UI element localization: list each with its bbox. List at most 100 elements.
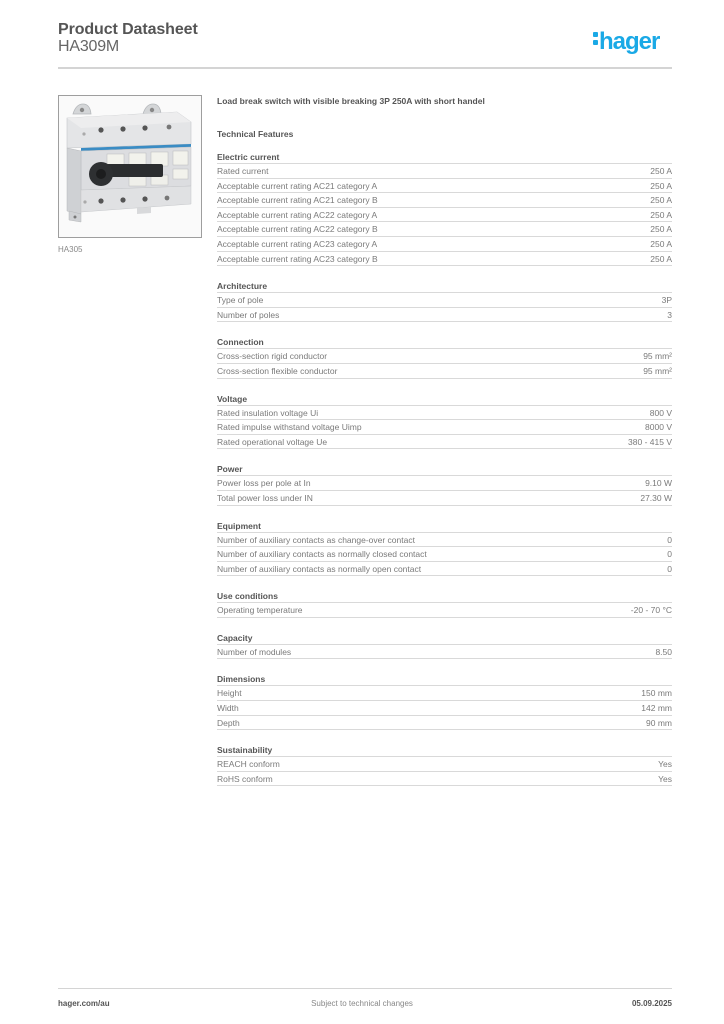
section-title: Power — [217, 463, 672, 477]
spec-label: Depth — [217, 717, 240, 728]
spec-label: Number of modules — [217, 646, 292, 657]
section-title: Use conditions — [217, 590, 672, 604]
spec-row: Number of poles 3 — [217, 308, 672, 323]
section-title: Architecture — [217, 280, 672, 294]
spec-value: 150 mm — [641, 688, 672, 699]
spec-row: Cross-section flexible conductor 95 mm² — [217, 364, 672, 379]
spec-row: Rated operational voltage Ue 380 - 415 V — [217, 435, 672, 450]
spec-label: Acceptable current rating AC21 category … — [217, 180, 378, 191]
spec-label: Number of auxiliary contacts as normally… — [217, 549, 427, 560]
spec-label: Width — [217, 703, 239, 714]
spec-label: Rated insulation voltage Ui — [217, 407, 319, 418]
spec-value: 95 mm² — [643, 365, 672, 376]
spec-value: 250 A — [650, 180, 672, 191]
section-title: Dimensions — [217, 673, 672, 687]
logo-colon-icon — [593, 29, 599, 48]
page-title: Product Datasheet — [58, 21, 198, 38]
spec-value: Yes — [658, 773, 672, 784]
spec-label: Number of poles — [217, 309, 280, 320]
spec-row: Height 150 mm — [217, 686, 672, 702]
spec-value: 0 — [667, 563, 672, 574]
spec-label: Cross-section rigid conductor — [217, 351, 328, 362]
spec-label: Rated operational voltage Ue — [217, 436, 328, 447]
section-title: Connection — [217, 336, 672, 350]
spec-value: 3 — [667, 309, 672, 320]
spec-row: REACH conform Yes — [217, 757, 672, 772]
spec-row: Acceptable current rating AC23 category … — [217, 252, 672, 267]
spec-value: 0 — [667, 534, 672, 545]
spec-value: 250 A — [650, 209, 672, 220]
spec-row: Operating temperature -20 - 70 °C — [217, 603, 672, 618]
datasheet-content: Load break switch with visible breaking … — [217, 96, 672, 800]
spec-row: Acceptable current rating AC21 category … — [217, 179, 672, 194]
footer-date: 05.09.2025 — [631, 999, 672, 1008]
spec-label: Number of auxiliary contacts as change-o… — [217, 534, 415, 545]
spec-value: 250 A — [650, 238, 672, 249]
product-image — [58, 95, 202, 238]
spec-row: Acceptable current rating AC22 category … — [217, 208, 672, 223]
spec-value: 380 - 415 V — [628, 436, 672, 447]
spec-value: 95 mm² — [643, 351, 672, 362]
spec-row: RoHS conform Yes — [217, 772, 672, 787]
spec-row: Number of auxiliary contacts as normally… — [217, 562, 672, 577]
spec-row: Number of auxiliary contacts as change-o… — [217, 533, 672, 548]
spec-label: RoHS conform — [217, 773, 273, 784]
spec-value: 9.10 W — [645, 478, 672, 489]
spec-row: Acceptable current rating AC22 category … — [217, 222, 672, 237]
load-break-switch-illustration — [59, 96, 201, 237]
footer-notice: Subject to technical changes — [311, 999, 413, 1008]
spec-row: Depth 90 mm — [217, 716, 672, 731]
spec-row: Cross-section rigid conductor 95 mm² — [217, 349, 672, 364]
spec-label: Height — [217, 688, 242, 699]
spec-label: Acceptable current rating AC22 category … — [217, 224, 378, 235]
spec-value: -20 - 70 °C — [630, 605, 672, 616]
spec-label: Power loss per pole at In — [217, 478, 311, 489]
section-title: Sustainability — [217, 744, 672, 758]
section-title: Equipment — [217, 520, 672, 533]
spec-label: Operating temperature — [217, 605, 303, 616]
spec-label: Acceptable current rating AC22 category … — [217, 209, 378, 220]
image-caption: HA305 — [58, 245, 83, 254]
spec-label: Cross-section flexible conductor — [217, 365, 338, 376]
spec-row: Width 142 mm — [217, 701, 672, 716]
spec-value: 250 A — [650, 253, 672, 264]
spec-value: 3P — [661, 295, 672, 306]
product-description: Load break switch with visible breaking … — [217, 96, 485, 106]
spec-value: 142 mm — [641, 703, 672, 714]
spec-row: Acceptable current rating AC23 category … — [217, 237, 672, 252]
spec-row: Total power loss under IN 27.30 W — [217, 491, 672, 506]
spec-row: Power loss per pole at In 9.10 W — [217, 476, 672, 491]
spec-row: Acceptable current rating AC21 category … — [217, 193, 672, 208]
spec-value: 8000 V — [645, 422, 672, 433]
section-title: Capacity — [217, 632, 672, 645]
spec-value: 27.30 W — [640, 492, 672, 503]
header-divider — [58, 67, 672, 69]
footer-website-link[interactable]: hager.com/au — [58, 999, 110, 1008]
spec-label: Acceptable current rating AC21 category … — [217, 195, 378, 206]
spec-value: 90 mm — [646, 717, 672, 728]
spec-label: REACH conform — [217, 759, 280, 770]
spec-value: 250 A — [650, 195, 672, 206]
spec-row: Type of pole 3P — [217, 293, 672, 308]
section-title: Electric current — [217, 151, 672, 164]
spec-label: Rated impulse withstand voltage Uimp — [217, 422, 362, 433]
product-code: HA309M — [58, 38, 120, 55]
spec-label: Type of pole — [217, 295, 264, 306]
spec-value: 250 A — [650, 224, 672, 235]
spec-value: 0 — [667, 549, 672, 560]
spec-label: Total power loss under IN — [217, 492, 313, 503]
spec-value: 8.50 — [655, 646, 672, 657]
spec-value: Yes — [658, 759, 672, 770]
spec-row: Rated impulse withstand voltage Uimp 8000… — [217, 420, 672, 435]
